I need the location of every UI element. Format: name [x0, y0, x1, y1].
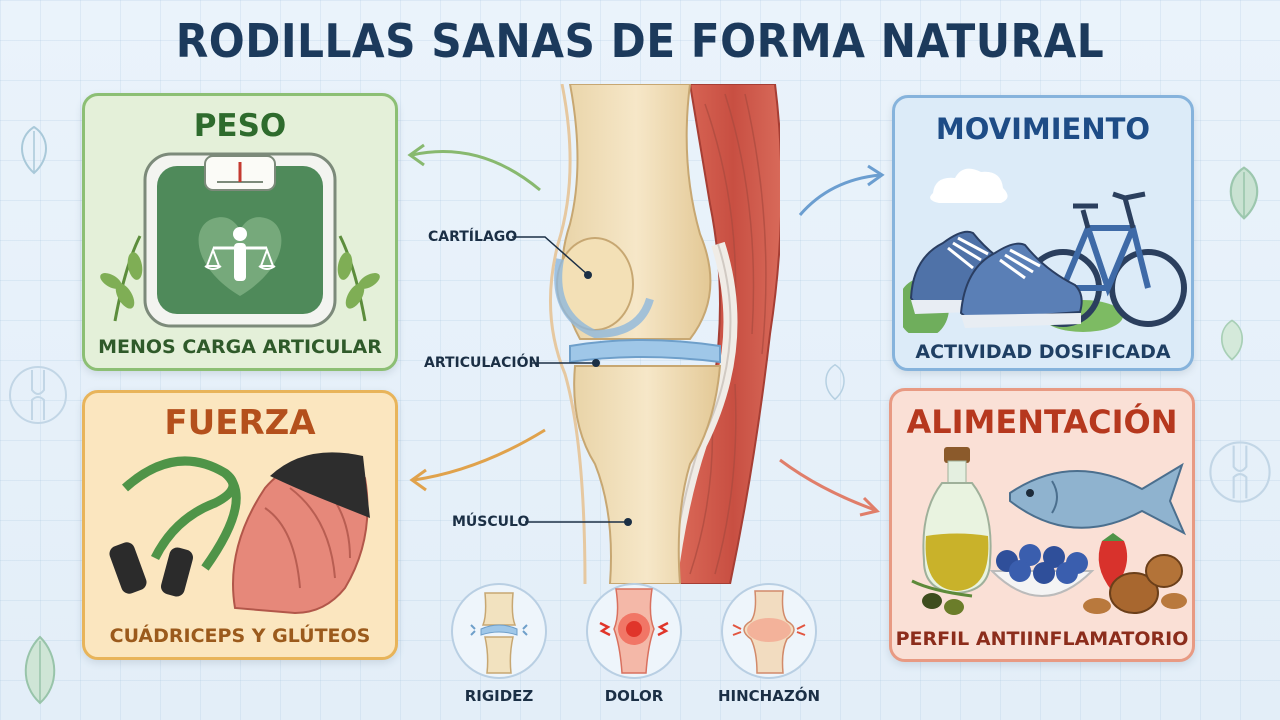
symptom-hinchazon: [721, 583, 817, 679]
label-articulacion: ARTICULACIÓN: [424, 355, 541, 371]
symptom-label-dolor: DOLOR: [604, 687, 664, 705]
symptom-label-hinchazon: HINCHAZÓN: [717, 687, 821, 705]
swollen-knee-icon: [732, 590, 806, 674]
shoes-bike-icon: [903, 168, 1187, 333]
page-title: RODILLAS SANAS DE FORMA NATURAL: [175, 14, 1105, 68]
leaf-icon: [1229, 166, 1259, 220]
stiff-knee-icon: [470, 592, 528, 674]
knee-anatomy-illustration: [548, 84, 780, 584]
symptom-label-rigidez: RIGIDEZ: [464, 687, 534, 705]
label-cartilago: CARTÍLAGO: [428, 229, 518, 245]
pain-knee-icon: [599, 588, 669, 674]
leaf-icon: [825, 363, 845, 401]
card-movimiento-caption: ACTIVIDAD DOSIFICADA: [915, 341, 1171, 363]
card-movimiento: MOVIMIENTO ACTIVIDAD DOSIFICADA: [892, 95, 1194, 371]
leaf-icon: [21, 125, 47, 175]
resistance-band-icon: [109, 452, 370, 615]
card-alimentacion: ALIMENTACIÓN PERFIL ANTIINFLAMATORIO: [889, 388, 1195, 662]
scale-icon: [100, 152, 380, 328]
card-alimentacion-title: ALIMENTACIÓN: [906, 403, 1178, 441]
card-peso: PESO MENOS CARGA ARTICULAR: [82, 93, 398, 371]
knee-outline-icon: [1209, 441, 1271, 503]
card-peso-caption: MENOS CARGA ARTICULAR: [98, 336, 382, 358]
knee-outline-icon: [9, 366, 67, 424]
card-fuerza-title: FUERZA: [164, 403, 316, 443]
label-musculo: MÚSCULO: [452, 514, 530, 530]
card-movimiento-title: MOVIMIENTO: [935, 112, 1151, 146]
leaf-icon: [24, 635, 56, 705]
card-alimentacion-caption: PERFIL ANTIINFLAMATORIO: [895, 628, 1189, 650]
card-peso-title: PESO: [193, 108, 287, 144]
card-fuerza: FUERZA CUÁDRICEPS Y GLÚTEOS: [82, 390, 398, 660]
leaf-icon: [1220, 319, 1244, 361]
symptom-dolor: [586, 583, 682, 679]
symptom-rigidez: [451, 583, 547, 679]
card-fuerza-caption: CUÁDRICEPS Y GLÚTEOS: [109, 625, 371, 647]
food-icon: [911, 447, 1187, 615]
